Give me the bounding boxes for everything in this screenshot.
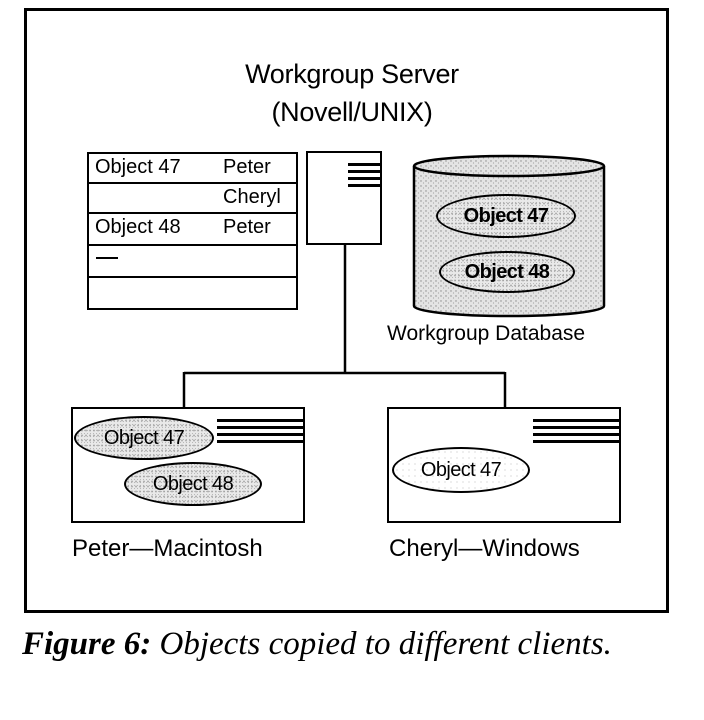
text-line [348,170,380,173]
ledger-object: Object 47 [95,156,181,178]
server-title: Workgroup Server [245,59,459,89]
ledger-row: Object 47 Peter [89,154,296,184]
database-object-47: Object 47 [436,194,576,238]
text-line [217,426,303,429]
database-label: Workgroup Database [387,322,586,345]
peter-object-48: Object 48 [124,462,262,506]
client-cheryl-label: Cheryl—Windows [389,535,580,562]
figure-number: Figure 6: [22,626,152,662]
ledger-user: Peter [223,216,271,238]
text-line [533,426,619,429]
diagram-frame [24,8,669,613]
text-line [348,184,380,187]
database-object-48: Object 48 [439,251,575,293]
figure-caption: Figure 6: Objects copied to different cl… [22,626,682,662]
caption-text: Objects copied to different clients. [159,626,612,662]
ledger-placeholder-dash [96,257,118,259]
text-line [533,440,619,443]
ledger-row [89,246,296,278]
text-line [217,433,303,436]
server-document-icon [306,151,382,245]
ledger-row: Cheryl [89,184,296,214]
text-line [348,177,380,180]
ledger-row [89,278,296,308]
cheryl-object-47: Object 47 [392,447,530,493]
ledger-user: Cheryl [223,186,281,208]
peter-object-47: Object 47 [74,416,214,460]
ledger-object: Object 48 [95,216,181,238]
server-subtitle: (Novell/UNIX) [271,97,433,127]
text-line [348,163,380,166]
text-line [217,440,303,443]
ledger-user: Peter [223,156,271,178]
client-peter-label: Peter—Macintosh [72,535,263,562]
text-line [533,419,619,422]
text-line [217,419,303,422]
object-ledger-table: Object 47 Peter Cheryl Object 48 Peter [87,152,298,310]
ledger-row: Object 48 Peter [89,214,296,246]
text-line [533,433,619,436]
